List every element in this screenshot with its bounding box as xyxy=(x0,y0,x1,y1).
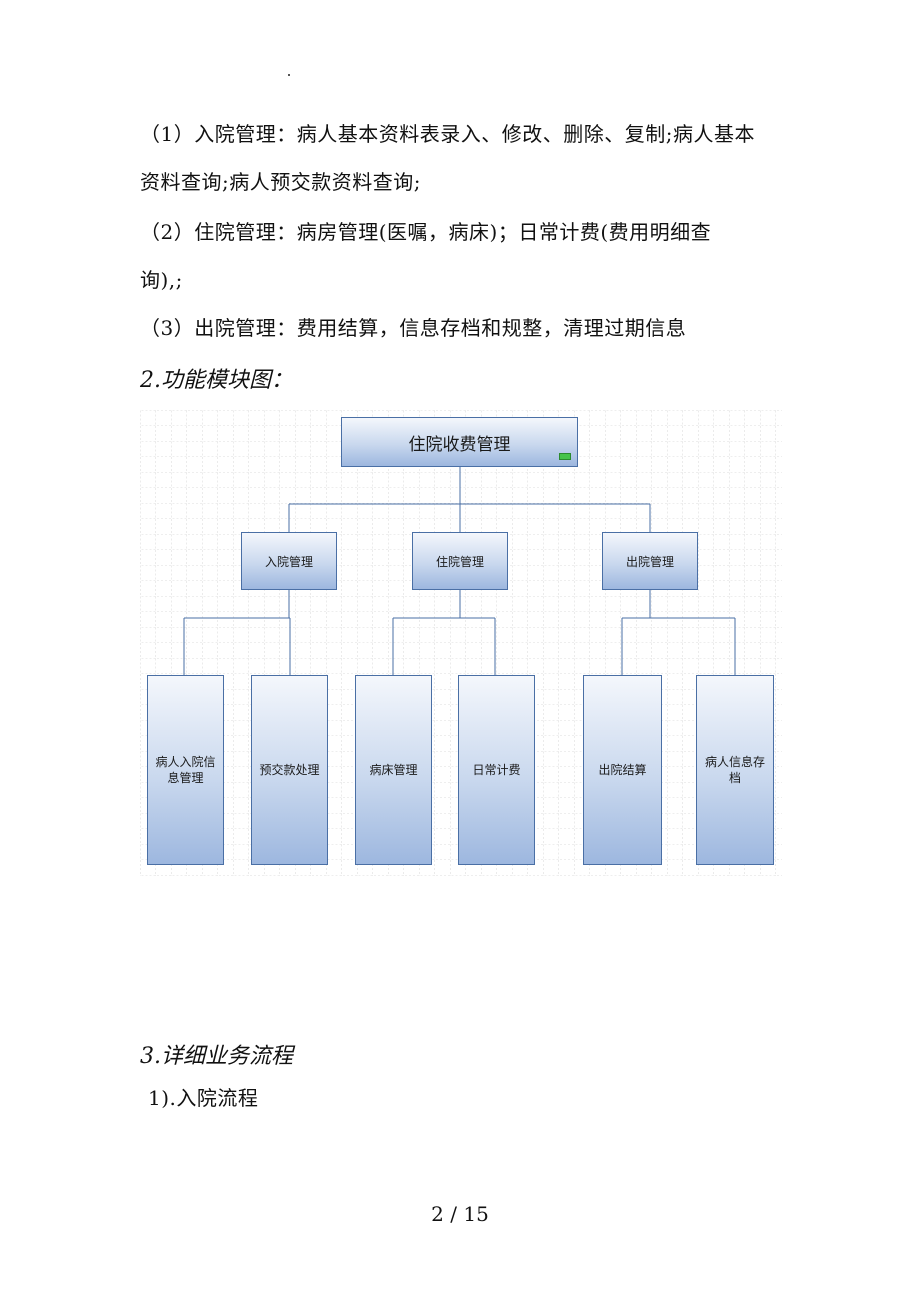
heading-business-flow: 3.详细业务流程 xyxy=(140,1044,293,1069)
leaf-patient-admission-info: 病人入院信息管理 xyxy=(147,675,224,865)
paragraph-inpatient-2: 询),; xyxy=(140,268,183,292)
module-admission: 入院管理 xyxy=(241,532,337,590)
leaf-prepayment-label: 预交款处理 xyxy=(259,763,320,777)
heading-module-diagram: 2.功能模块图： xyxy=(140,368,293,393)
module-inpatient: 住院管理 xyxy=(412,532,508,590)
leaf-patient-archive: 病人信息存档 xyxy=(696,675,774,865)
function-module-diagram: 住院收费管理 入院管理 住院管理 出院管理 病人入院信息管理 预交款处理 病床管… xyxy=(140,410,782,876)
leaf-daily-billing: 日常计费 xyxy=(458,675,535,865)
module-discharge-label: 出院管理 xyxy=(625,554,674,569)
subheading-admission-flow: 1).入院流程 xyxy=(148,1086,259,1110)
connector-lines xyxy=(183,467,736,675)
root-node: 住院收费管理 xyxy=(341,417,578,467)
paragraph-admission-2: 资料查询;病人预交款资料查询; xyxy=(140,170,421,194)
page-number: 2 / 15 xyxy=(431,1202,489,1226)
leaf-bed-management: 病床管理 xyxy=(355,675,432,865)
module-discharge: 出院管理 xyxy=(602,532,698,590)
stray-dot xyxy=(288,74,290,76)
leaf-prepayment: 预交款处理 xyxy=(251,675,328,865)
leaf-patient-admission-info-label: 病人入院信息管理 xyxy=(155,755,216,785)
leaf-discharge-settlement-label: 出院结算 xyxy=(598,763,647,777)
module-inpatient-label: 住院管理 xyxy=(435,554,484,569)
paragraph-discharge: （3）出院管理：费用结算，信息存档和规整，清理过期信息 xyxy=(140,316,687,340)
paragraph-admission-1: （1）入院管理：病人基本资料表录入、修改、删除、复制;病人基本 xyxy=(140,122,755,146)
leaf-discharge-settlement: 出院结算 xyxy=(583,675,662,865)
root-node-label: 住院收费管理 xyxy=(408,434,511,455)
module-admission-label: 入院管理 xyxy=(264,554,313,569)
leaf-patient-archive-label: 病人信息存档 xyxy=(704,755,765,785)
leaf-bed-management-label: 病床管理 xyxy=(369,763,418,777)
leaf-daily-billing-label: 日常计费 xyxy=(472,763,521,777)
paragraph-inpatient-1: （2）住院管理：病房管理(医嘱，病床)；日常计费(费用明细查 xyxy=(140,220,712,244)
expand-icon xyxy=(559,453,571,460)
